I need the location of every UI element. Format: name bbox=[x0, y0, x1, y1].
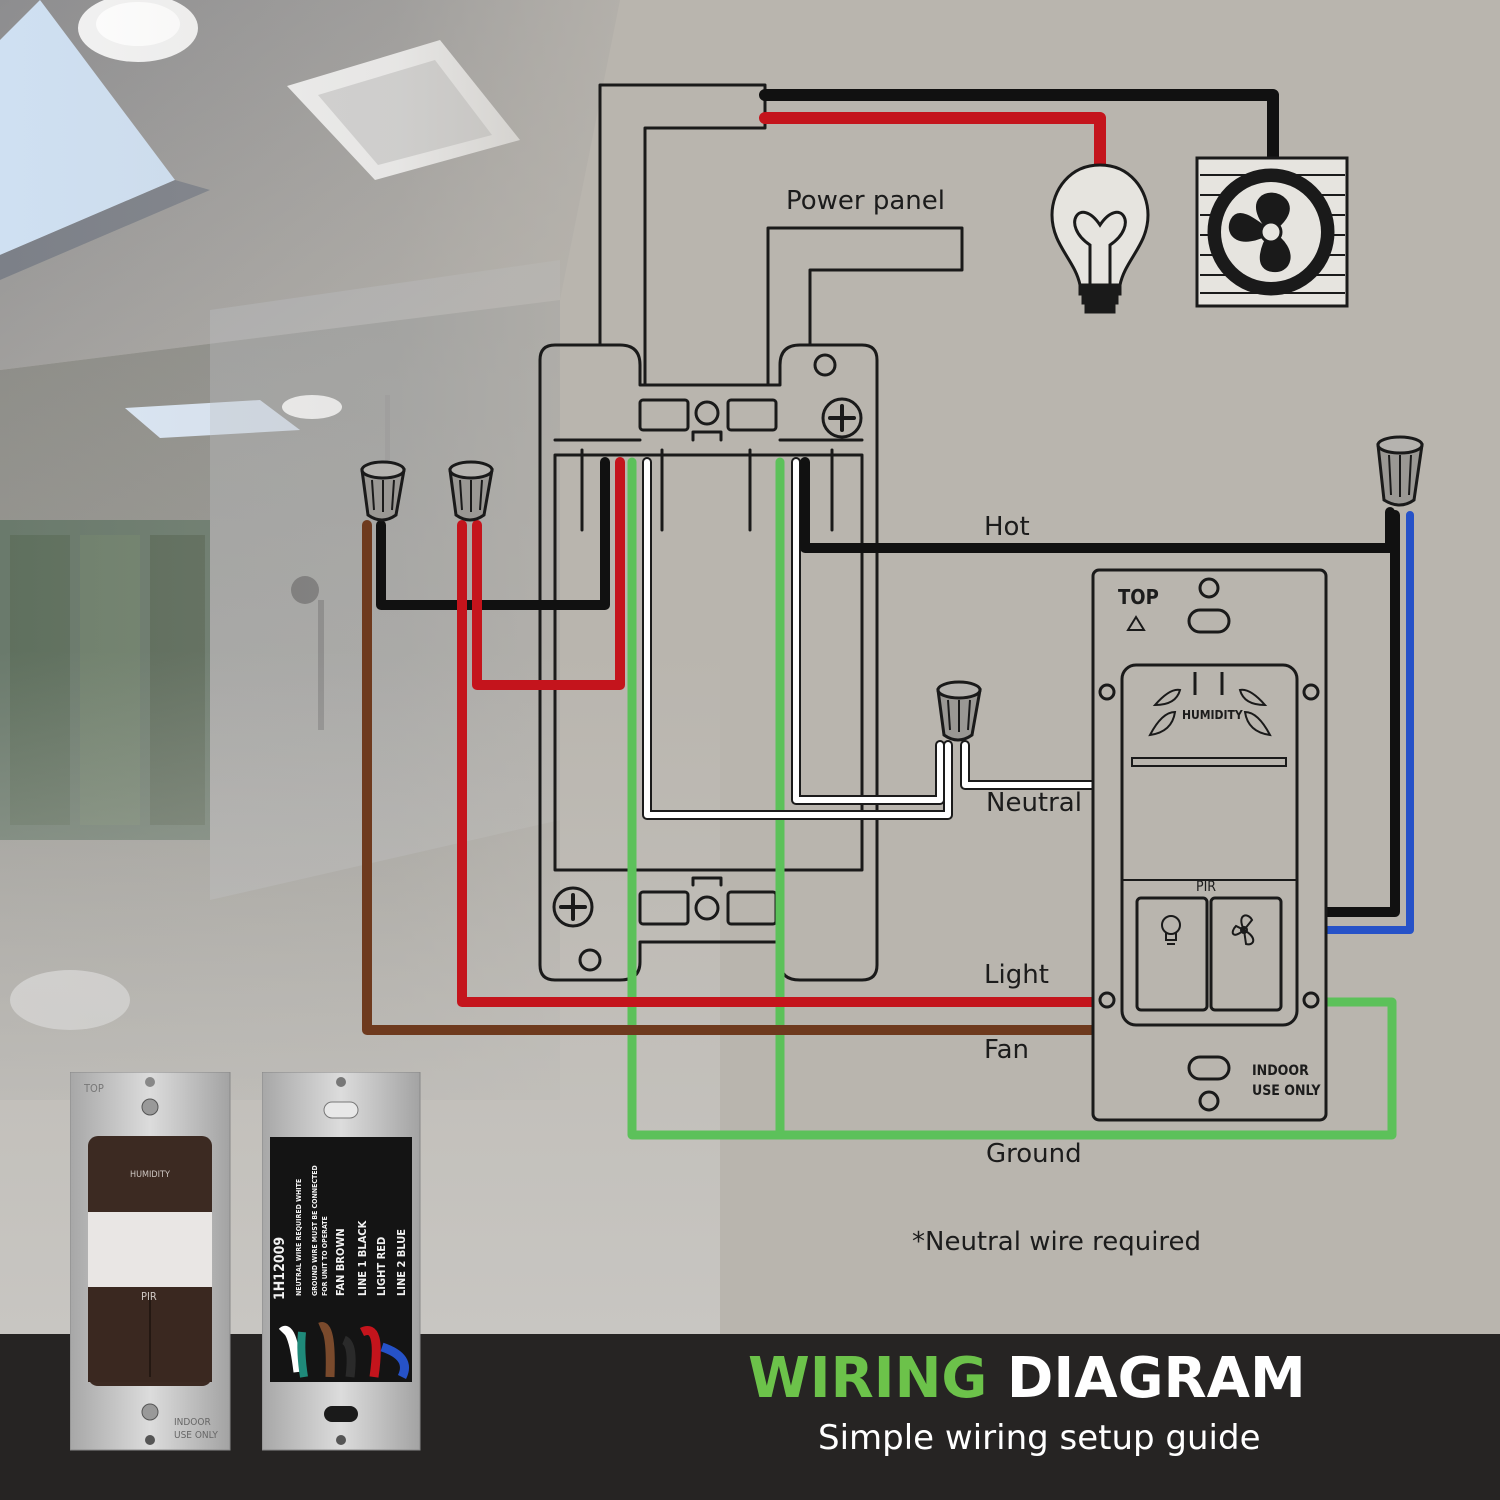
switch-plate-diagram bbox=[1091, 568, 1328, 1122]
switch-use-only-label: USE ONLY bbox=[1252, 1083, 1321, 1099]
product-use-only-label: USE ONLY bbox=[174, 1430, 218, 1441]
line2-wire bbox=[1321, 511, 1414, 934]
banner-title: WIRING DIAGRAM bbox=[0, 1346, 1500, 1411]
neutral-required-note: *Neutral wire required bbox=[912, 1227, 1202, 1257]
back-wire-line-0: NEUTRAL WIRE REQUIRED WHITE bbox=[295, 1178, 303, 1296]
red-wire-box bbox=[472, 457, 625, 690]
hot-wire-left bbox=[376, 457, 610, 610]
switch-pir-label: PIR bbox=[1196, 879, 1217, 895]
product-pir-label: PIR bbox=[141, 1290, 157, 1303]
banner-subtitle: Simple wiring setup guide bbox=[818, 1418, 1261, 1458]
switch-humidity-label: HUMIDITY bbox=[1182, 708, 1243, 722]
wire-nut-icon bbox=[360, 460, 406, 522]
hot-wire-right bbox=[800, 457, 1395, 553]
exhaust-fan-icon bbox=[1195, 156, 1349, 308]
title-diagram: DIAGRAM bbox=[1006, 1346, 1306, 1411]
bottom-banner bbox=[0, 1334, 1500, 1500]
back-wire-line-3: FAN BROWN bbox=[334, 1228, 347, 1296]
back-wire-line-6: LINE 2 BLUE bbox=[395, 1228, 408, 1296]
switch-top-label: TOP bbox=[1118, 585, 1159, 609]
back-wire-line-1: GROUND WIRE MUST BE CONNECTED bbox=[311, 1165, 319, 1296]
back-wire-line-5: LIGHT RED bbox=[375, 1236, 388, 1296]
neutral-label: Neutral bbox=[986, 788, 1082, 818]
supply-hot-wire bbox=[759, 89, 1279, 166]
wire-nut-icon bbox=[936, 680, 982, 742]
fan-wire bbox=[362, 520, 1098, 1035]
product-front-photo bbox=[70, 1072, 231, 1451]
line1-wire bbox=[1320, 510, 1400, 917]
product-humidity-label: HUMIDITY bbox=[130, 1170, 170, 1180]
power-panel-label: Power panel bbox=[786, 186, 946, 216]
fan-label: Fan bbox=[984, 1035, 1029, 1065]
wire-nut-icon bbox=[1376, 435, 1424, 507]
light-label: Light bbox=[984, 960, 1049, 990]
light-wire bbox=[457, 520, 1098, 1007]
neutral-wire bbox=[642, 457, 1098, 820]
lightbulb-icon bbox=[1161, 915, 1181, 945]
hot-label: Hot bbox=[984, 512, 1030, 542]
supply-light-wire bbox=[759, 112, 1106, 171]
product-model: 1H12009 bbox=[272, 1236, 288, 1300]
wire-nut-icon bbox=[448, 460, 494, 522]
switch-indoor-label: INDOOR bbox=[1252, 1063, 1309, 1079]
wall-box bbox=[538, 343, 879, 982]
fan-icon bbox=[1231, 914, 1255, 946]
ground-wire bbox=[627, 457, 1397, 1140]
ground-label: Ground bbox=[986, 1139, 1082, 1169]
title-wiring: WIRING bbox=[748, 1346, 988, 1411]
lightbulb-icon bbox=[1050, 163, 1150, 314]
product-top-label: TOP bbox=[84, 1082, 104, 1095]
back-wire-line-2: FOR UNIT TO OPERATE bbox=[321, 1216, 329, 1296]
product-indoor-label: INDOOR bbox=[174, 1417, 211, 1428]
back-wire-line-4: LINE 1 BLACK bbox=[356, 1220, 369, 1296]
product-back-photo bbox=[262, 1072, 421, 1451]
